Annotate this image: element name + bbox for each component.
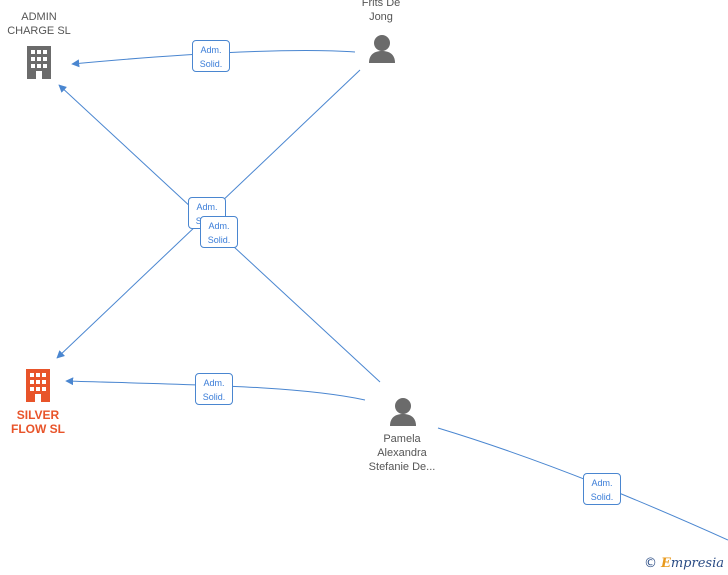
edge-label-line2: Solid. [199, 59, 223, 69]
edge-label-badge[interactable]: Adm. Solid. [200, 216, 238, 248]
edge-label-badge[interactable]: Adm. Solid. [192, 40, 230, 72]
edge-label-line1: Adm. [203, 378, 225, 388]
edge-pamela-to-silver [65, 377, 366, 401]
copyright-symbol: © [643, 556, 657, 571]
edge-label-line1: Adm. [208, 221, 230, 231]
edge-label-line1: Adm. [196, 202, 218, 212]
brand-name: mpresia [670, 556, 724, 571]
edge-label-line1: Adm. [591, 478, 613, 488]
person-icon[interactable] [389, 397, 417, 426]
edge-label-line1: Adm. [200, 45, 222, 55]
person-label-frits[interactable]: Frits De Jong [361, 0, 401, 23]
building-icon-highlighted[interactable] [25, 369, 51, 402]
edge-label-badge[interactable]: Adm. Solid. [195, 373, 233, 405]
company-label-silver-flow[interactable]: SILVER FLOW SL [11, 408, 65, 436]
person-icon[interactable] [368, 34, 396, 63]
person-label-pamela[interactable]: Pamela Alexandra Stefanie De... [368, 433, 436, 473]
edge-label-line2: Solid. [202, 392, 226, 402]
edge-frits-to-admin [71, 50, 356, 68]
edge-label-line2: Solid. [207, 235, 231, 245]
brand-initial: E [660, 556, 671, 571]
company-label-admin-charge[interactable]: ADMIN CHARGE SL [7, 11, 71, 37]
building-icon[interactable] [26, 46, 52, 79]
empresia-watermark: ©Empresia [644, 556, 724, 571]
edge-label-line2: Solid. [590, 492, 614, 502]
edge-label-badge[interactable]: Adm. Solid. [583, 473, 621, 505]
